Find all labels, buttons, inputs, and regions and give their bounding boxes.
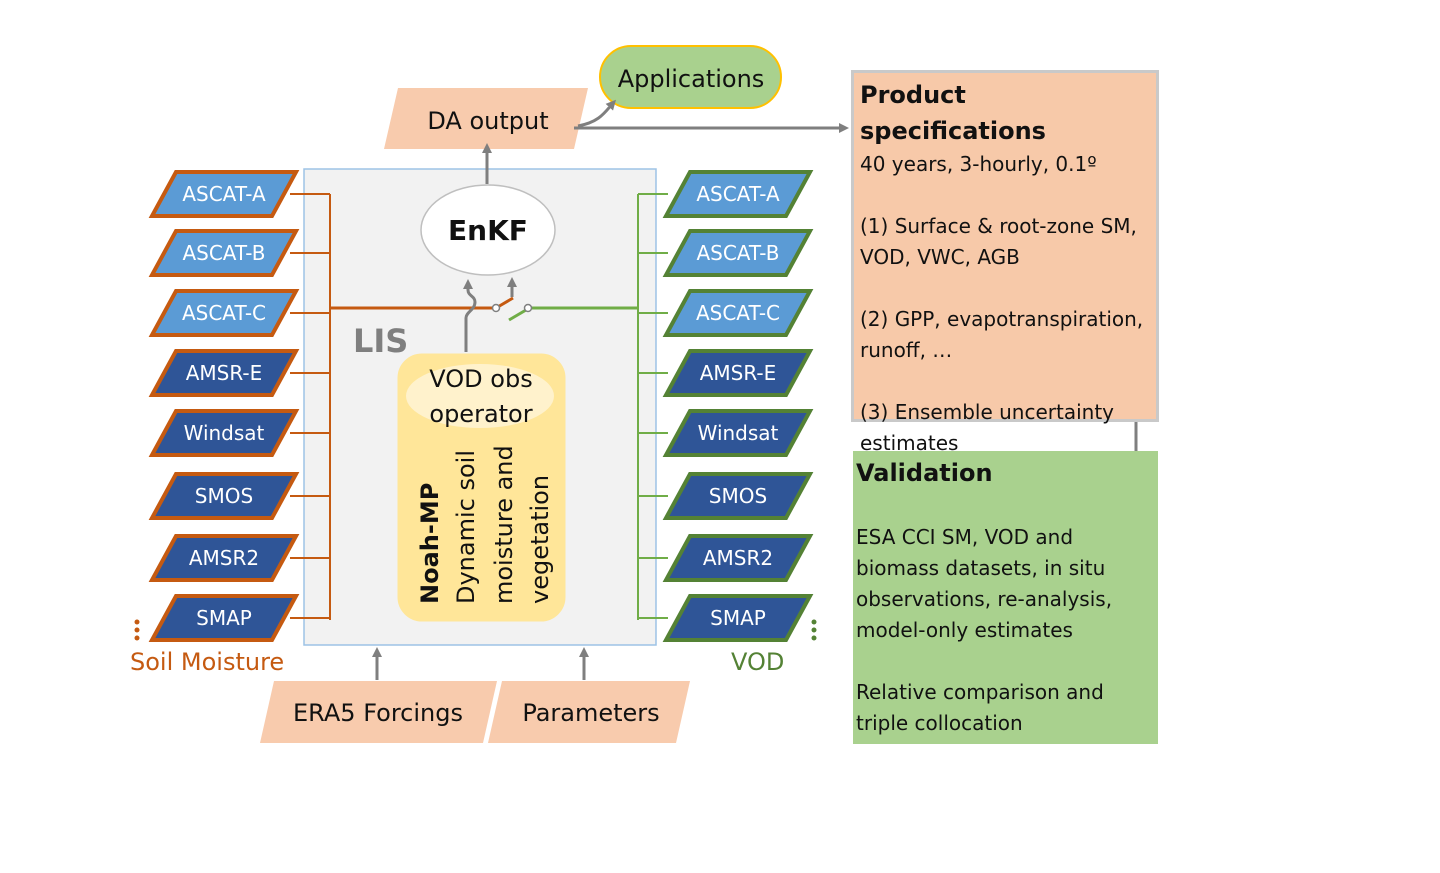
- sm-sensor-smap: SMAP: [148, 594, 300, 642]
- vod-sensor-windsat: Windsat: [662, 409, 814, 457]
- sm-sensor-label: Windsat: [184, 421, 265, 445]
- sm-sensor-label: ASCAT-B: [182, 241, 265, 265]
- vod-sensor-amsr2: AMSR2: [662, 534, 814, 582]
- vod-obs-operator-line2: operator: [429, 400, 532, 428]
- arrow-model-to-enkf: [463, 279, 477, 352]
- era5-forcings-label: ERA5 Forcings: [293, 699, 463, 727]
- sm-sensor-ascat-c: ASCAT-C: [148, 289, 300, 337]
- sm-sensor-ascat-b: ASCAT-B: [148, 229, 300, 277]
- vod-sensor-box: [662, 349, 814, 397]
- sm-sensor-label: AMSR-E: [186, 361, 263, 385]
- sm-sensor-label: AMSR2: [189, 546, 259, 570]
- validation-line2: biomass datasets, in situ: [856, 556, 1106, 580]
- sm-sensor-amsr-e: AMSR-E: [148, 349, 300, 397]
- validation-line6: triple collocation: [856, 711, 1023, 735]
- parameters-label: Parameters: [522, 699, 659, 727]
- vod-sensor-label: AMSR2: [703, 546, 773, 570]
- vod-sensor-label: SMAP: [710, 606, 766, 630]
- sm-sensor-box: [148, 534, 300, 582]
- product-item2b: runoff, …: [860, 338, 953, 362]
- soil-moisture-label: Soil Moisture: [130, 648, 284, 676]
- sm-sensor-ascat-a: ASCAT-A: [148, 170, 300, 218]
- vod-sensor-smos: SMOS: [662, 472, 814, 520]
- vod-sensor-box: [662, 170, 814, 218]
- noah-mp-title: Noah-MP: [416, 483, 444, 604]
- vod-label: VOD: [731, 648, 784, 676]
- vod-sensor-label: ASCAT-A: [696, 182, 780, 206]
- sm-sensor-box: [148, 289, 300, 337]
- sm-sensor-label: ASCAT-C: [182, 301, 266, 325]
- product-item1a: (1) Surface & root-zone SM,: [860, 214, 1137, 238]
- vod-more-dots: [811, 619, 817, 641]
- vod-switch-lever: [508, 308, 527, 322]
- vod-sensor-smap: SMAP: [662, 594, 814, 642]
- vod-sensor-label: AMSR-E: [700, 361, 777, 385]
- sm-sensor-box: [148, 472, 300, 520]
- product-line-resolution: 40 years, 3-hourly, 0.1º: [860, 152, 1097, 176]
- vod-obs-operator-line1: VOD obs: [429, 365, 532, 393]
- sm-sensor-box: [148, 594, 300, 642]
- validation-panel: Validation ESA CCI SM, VOD and biomass d…: [853, 451, 1158, 744]
- da-output-box: [384, 88, 588, 149]
- lis-label: LIS: [353, 322, 408, 360]
- sm-sensor-label: ASCAT-A: [182, 182, 266, 206]
- noah-mp-line1: Dynamic soil: [452, 450, 480, 604]
- vod-sensor-box: [662, 409, 814, 457]
- sm-sensor-box: [148, 409, 300, 457]
- vod-sensor-box: [662, 472, 814, 520]
- vod-obs-operator-highlight: [406, 364, 554, 428]
- validation-line1: ESA CCI SM, VOD and: [856, 525, 1074, 549]
- sm-sensor-box: [148, 349, 300, 397]
- era5-forcings-box: [260, 681, 497, 743]
- vod-sensor-ascat-c: ASCAT-C: [662, 289, 814, 337]
- validation-line4: model-only estimates: [856, 618, 1073, 642]
- vod-sensor-label: ASCAT-B: [696, 241, 779, 265]
- vod-sensor-box: [662, 534, 814, 582]
- arrow-da-to-applications: [577, 99, 617, 128]
- product-specifications-title: Product specifications: [860, 81, 1046, 145]
- vod-sensor-box: [662, 594, 814, 642]
- vod-sensor-ascat-a: ASCAT-A: [662, 170, 814, 218]
- vod-sensor-box: [662, 229, 814, 277]
- applications-label: Applications: [618, 65, 765, 93]
- vod-sensor-label: ASCAT-C: [696, 301, 780, 325]
- vod-sensor-ascat-b: ASCAT-B: [662, 229, 814, 277]
- validation-line3: observations, re-analysis,: [856, 587, 1113, 611]
- sm-sensor-smos: SMOS: [148, 472, 300, 520]
- noah-mp-line3: vegetation: [526, 475, 554, 604]
- vod-switch-contact: [523, 303, 533, 313]
- vod-sensor-box: [662, 289, 814, 337]
- product-item3a: (3) Ensemble uncertainty: [860, 400, 1115, 424]
- vod-sensor-amsr-e: AMSR-E: [662, 349, 814, 397]
- applications-box: [599, 45, 782, 109]
- enkf-ellipse: [420, 184, 556, 276]
- product-specifications-panel: Product specifications 40 years, 3-hourl…: [851, 70, 1159, 455]
- sm-sensor-label: SMAP: [196, 606, 252, 630]
- validation-title: Validation: [856, 459, 993, 487]
- sm-switch-contact: [491, 303, 501, 313]
- sm-sensor-label: SMOS: [195, 484, 253, 508]
- vod-sensor-label: SMOS: [709, 484, 767, 508]
- sm-sensor-windsat: Windsat: [148, 409, 300, 457]
- parameters-box: [488, 681, 690, 743]
- sm-sensor-box: [148, 170, 300, 218]
- validation-line5: Relative comparison and: [856, 680, 1104, 704]
- vod-sensor-label: Windsat: [698, 421, 779, 445]
- product-item2a: (2) GPP, evapotranspiration,: [860, 307, 1144, 331]
- noah-mp-line2: moisture and: [490, 445, 518, 604]
- product-item1b: VOD, VWC, AGB: [860, 245, 1020, 269]
- sm-sensor-box: [148, 229, 300, 277]
- sm-more-dots: [134, 619, 140, 641]
- enkf-label: EnKF: [448, 214, 528, 247]
- sm-sensor-amsr2: AMSR2: [148, 534, 300, 582]
- da-output-label: DA output: [427, 107, 548, 135]
